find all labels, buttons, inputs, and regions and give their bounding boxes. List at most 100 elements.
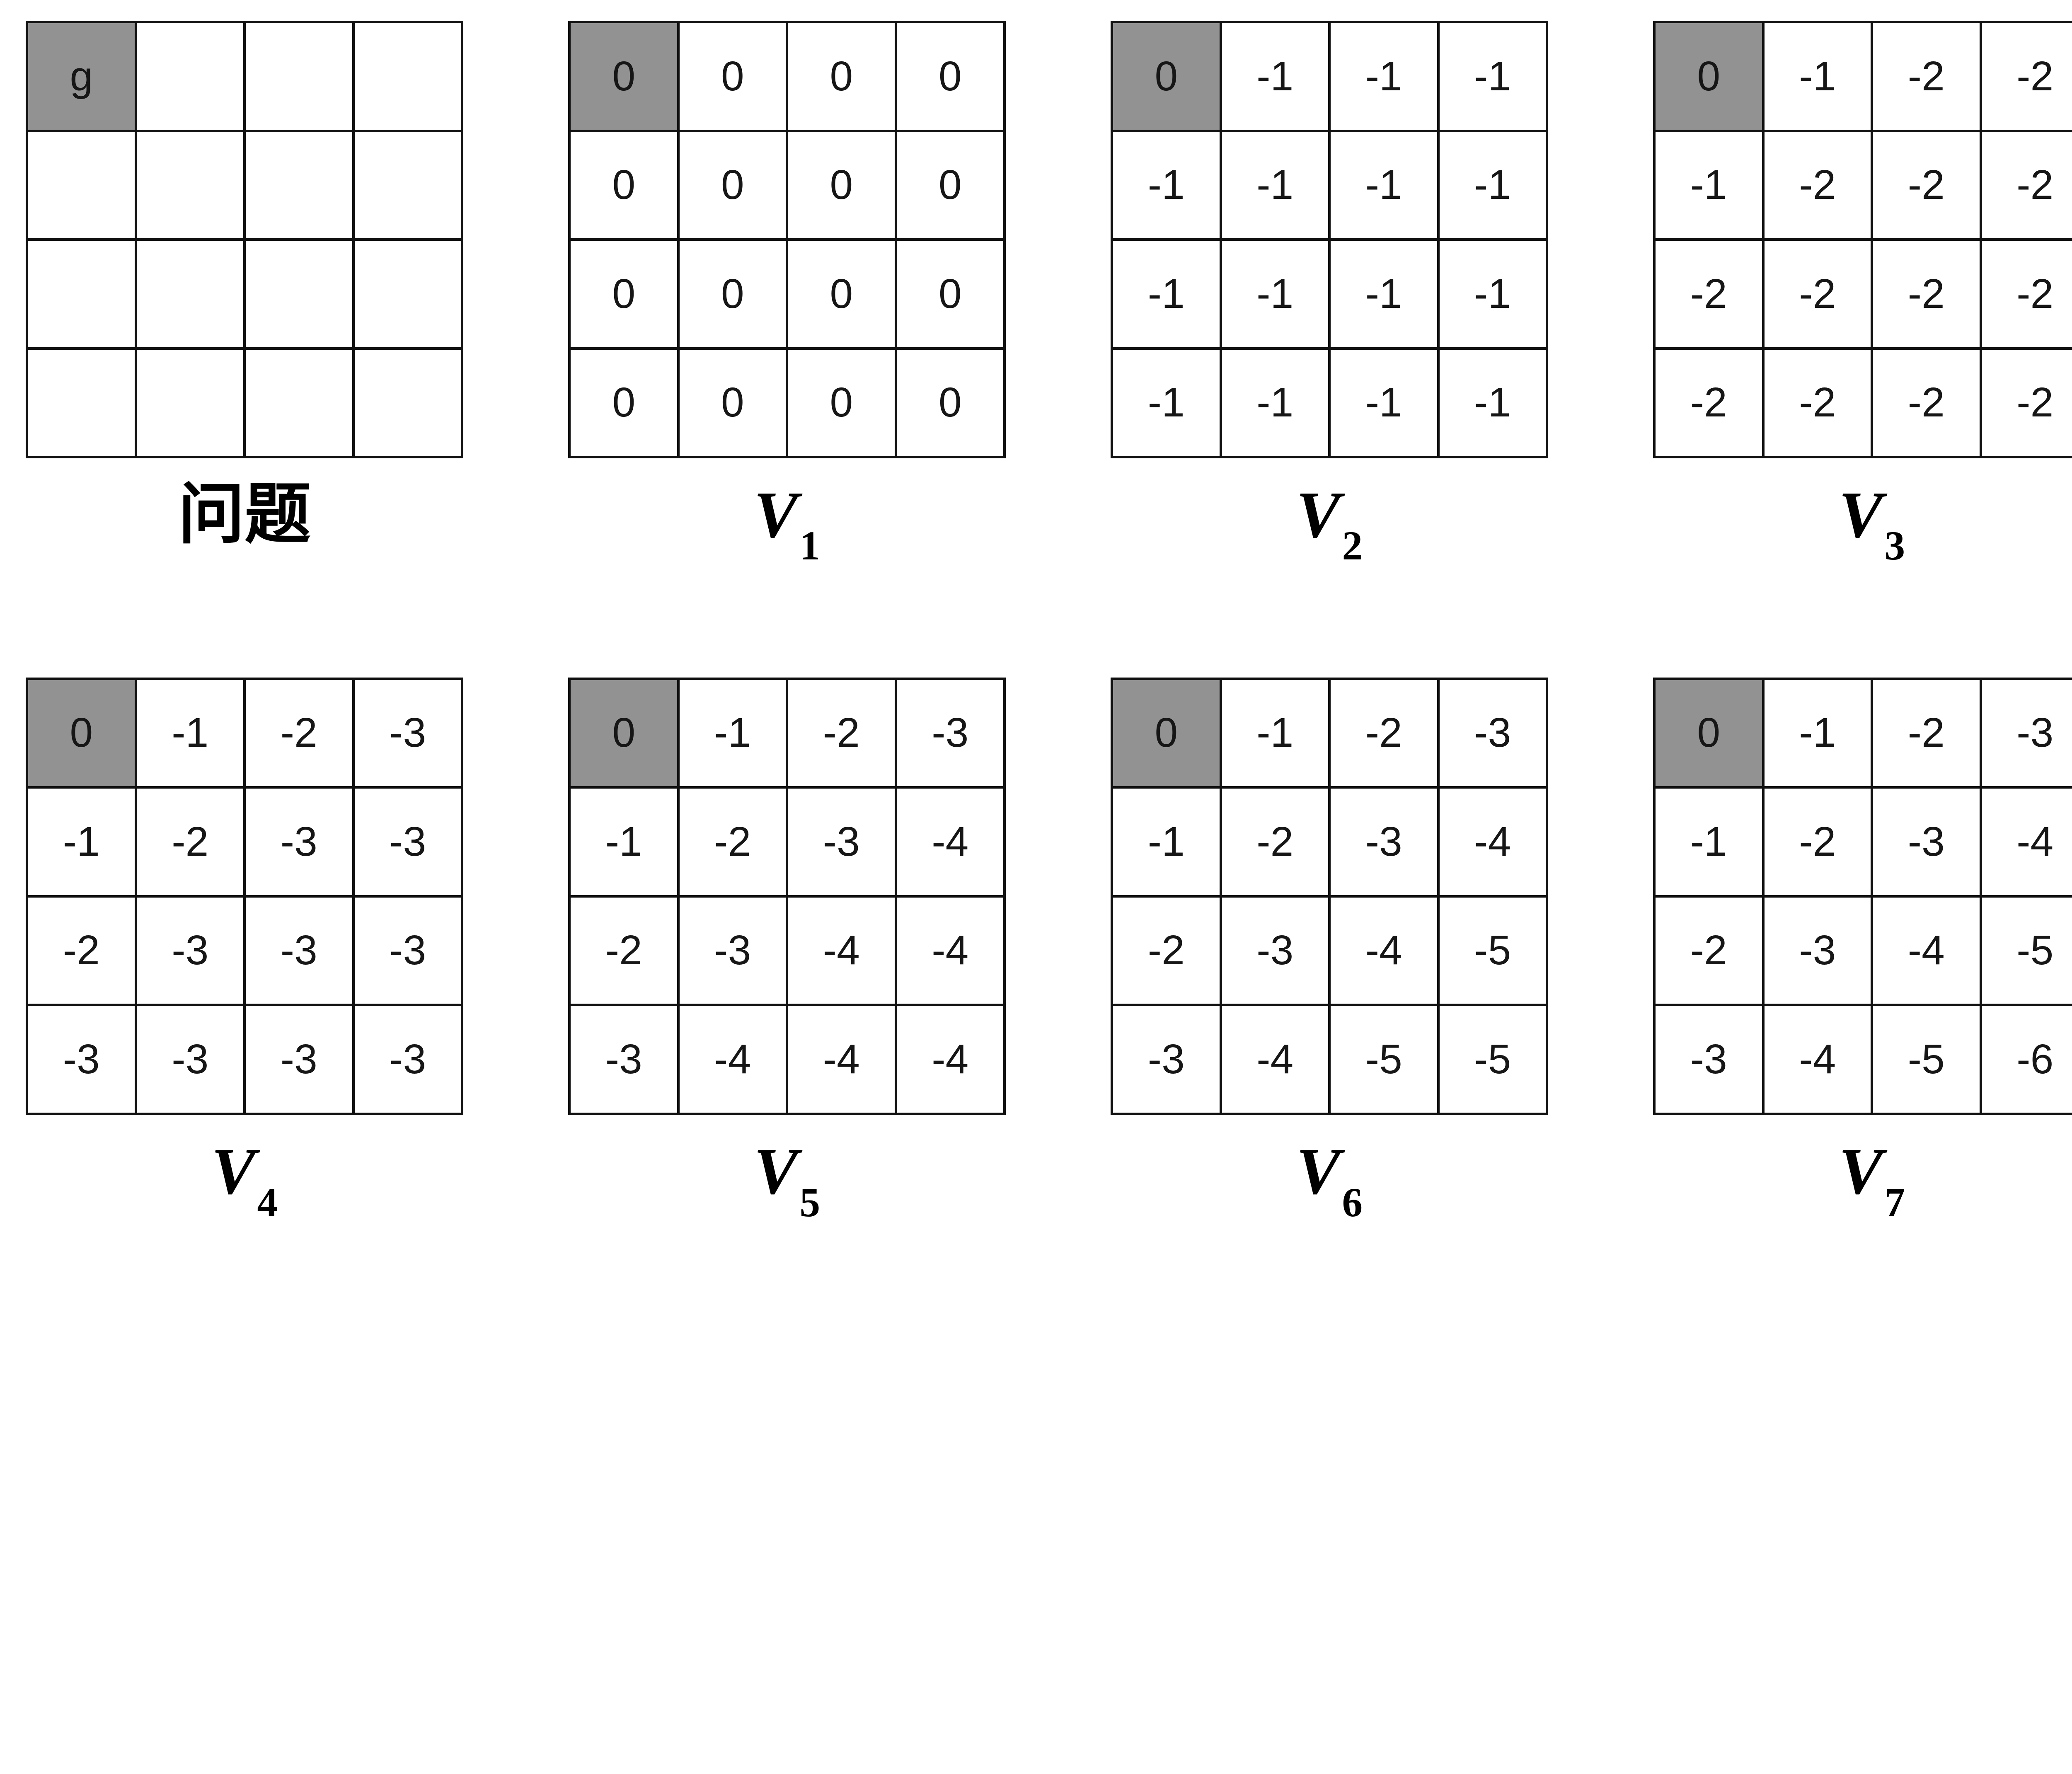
cell-v6-r0-c1: -1 [1220,678,1329,787]
cell-v1-r2-c1: 0 [678,240,787,349]
cell-v4-r0-c0: 0 [27,678,136,787]
cell-problem-r1-c1 [136,131,244,240]
cell-v4-r3-c1: -3 [136,1005,244,1114]
cell-v6-r2-c1: -3 [1220,896,1329,1005]
cell-problem-r2-c2 [244,240,353,349]
cell-v2-r0-c3: -1 [1438,22,1547,131]
cell-v5-r1-c1: -2 [678,787,787,896]
grid-v3: 0-1-2-2-1-2-2-2-2-2-2-2-2-2-2-2 [1653,21,2072,458]
cell-v7-r2-c2: -4 [1872,896,1981,1005]
cell-v2-r0-c2: -1 [1329,22,1438,131]
cell-v4-r2-c2: -3 [244,896,353,1005]
caption-problem-text: 问题 [178,477,311,552]
caption-v1: V1 [754,478,820,569]
cell-v3-r0-c2: -2 [1872,22,1981,131]
cell-v2-r3-c0: -1 [1112,348,1221,457]
cell-v4-r1-c0: -1 [27,787,136,896]
cell-v4-r2-c1: -3 [136,896,244,1005]
cell-v7-r0-c1: -1 [1763,678,1872,787]
caption-v7: V7 [1838,1134,1905,1225]
cell-v4-r2-c0: -2 [27,896,136,1005]
cell-v5-r2-c2: -4 [787,896,896,1005]
cell-v6-r0-c3: -3 [1438,678,1547,787]
cell-problem-r3-c3 [353,348,462,457]
caption-v2-subscript: 2 [1342,523,1363,569]
cell-v1-r3-c0: 0 [569,348,678,457]
cell-v6-r3-c1: -4 [1220,1005,1329,1114]
caption-v4-subscript: 4 [257,1180,278,1225]
cell-v2-r1-c3: -1 [1438,131,1547,240]
cell-v4-r1-c2: -3 [244,787,353,896]
cell-v2-r1-c0: -1 [1112,131,1221,240]
cell-problem-r0-c2 [244,22,353,131]
cell-problem-r2-c1 [136,240,244,349]
cell-v2-r3-c3: -1 [1438,348,1547,457]
cell-v4-r3-c3: -3 [353,1005,462,1114]
cell-v7-r3-c1: -4 [1763,1005,1872,1114]
cell-problem-r2-c3 [353,240,462,349]
cell-v4-r1-c1: -2 [136,787,244,896]
caption-v6-subscript: 6 [1342,1180,1363,1225]
cell-v6-r2-c2: -4 [1329,896,1438,1005]
cell-v1-r0-c2: 0 [787,22,896,131]
cell-v7-r2-c1: -3 [1763,896,1872,1005]
cell-v3-r2-c1: -2 [1763,240,1872,349]
panel-v5: 0-1-2-3-1-2-3-4-2-3-4-4-3-4-4-4 V5 [568,677,1006,1225]
cell-v4-r3-c0: -3 [27,1005,136,1114]
cell-v6-r3-c0: -3 [1112,1005,1221,1114]
cell-problem-r0-c3 [353,22,462,131]
cell-v4-r3-c2: -3 [244,1005,353,1114]
cell-problem-r3-c1 [136,348,244,457]
cell-v4-r1-c3: -3 [353,787,462,896]
caption-v3: V3 [1839,478,1905,569]
cell-v2-r0-c0: 0 [1112,22,1221,131]
cell-v1-r3-c3: 0 [896,348,1005,457]
cell-v3-r2-c3: -2 [1980,240,2072,349]
cell-v2-r1-c1: -1 [1220,131,1329,240]
cell-v4-r0-c2: -2 [244,678,353,787]
cell-v7-r3-c3: -6 [1980,1005,2072,1114]
cell-v3-r0-c1: -1 [1763,22,1872,131]
cell-problem-r0-c1 [136,22,244,131]
cell-v2-r1-c2: -1 [1329,131,1438,240]
cell-v1-r2-c0: 0 [569,240,678,349]
cell-v7-r2-c0: -2 [1654,896,1763,1005]
caption-v2-symbol: V [1296,477,1341,552]
cell-v2-r2-c1: -1 [1220,240,1329,349]
caption-v3-subscript: 3 [1884,523,1905,569]
caption-v4-symbol: V [211,1134,256,1208]
cell-v2-r2-c3: -1 [1438,240,1547,349]
cell-v2-r2-c0: -1 [1112,240,1221,349]
cell-v5-r1-c0: -1 [569,787,678,896]
caption-v7-subscript: 7 [1884,1180,1905,1225]
cell-v1-r3-c2: 0 [787,348,896,457]
cell-v5-r1-c3: -4 [896,787,1005,896]
caption-problem: 问题 [178,478,311,551]
caption-v4: V4 [211,1134,278,1225]
cell-v3-r0-c3: -2 [1980,22,2072,131]
cell-problem-r3-c0 [27,348,136,457]
caption-v7-symbol: V [1838,1134,1883,1208]
cell-v3-r2-c0: -2 [1654,240,1763,349]
cell-v6-r2-c0: -2 [1112,896,1221,1005]
panel-v4: 0-1-2-3-1-2-3-3-2-3-3-3-3-3-3-3 V4 [26,677,463,1225]
cell-v5-r2-c0: -2 [569,896,678,1005]
cell-v6-r0-c0: 0 [1112,678,1221,787]
cell-v7-r0-c3: -3 [1980,678,2072,787]
caption-v6-symbol: V [1296,1134,1341,1208]
cell-v1-r1-c3: 0 [896,131,1005,240]
panel-v6: 0-1-2-3-1-2-3-4-2-3-4-5-3-4-5-5 V6 [1111,677,1548,1225]
cell-v5-r2-c3: -4 [896,896,1005,1005]
cell-v3-r3-c2: -2 [1872,348,1981,457]
cell-v6-r1-c2: -3 [1329,787,1438,896]
panel-v7: 0-1-2-3-1-2-3-4-2-3-4-5-3-4-5-6 V7 [1653,677,2072,1225]
cell-problem-r3-c2 [244,348,353,457]
cell-v1-r3-c1: 0 [678,348,787,457]
panel-v2: 0-1-1-1-1-1-1-1-1-1-1-1-1-1-1-1 V2 [1111,21,1548,569]
cell-v6-r0-c2: -2 [1329,678,1438,787]
cell-v3-r1-c1: -2 [1763,131,1872,240]
cell-v7-r1-c3: -4 [1980,787,2072,896]
